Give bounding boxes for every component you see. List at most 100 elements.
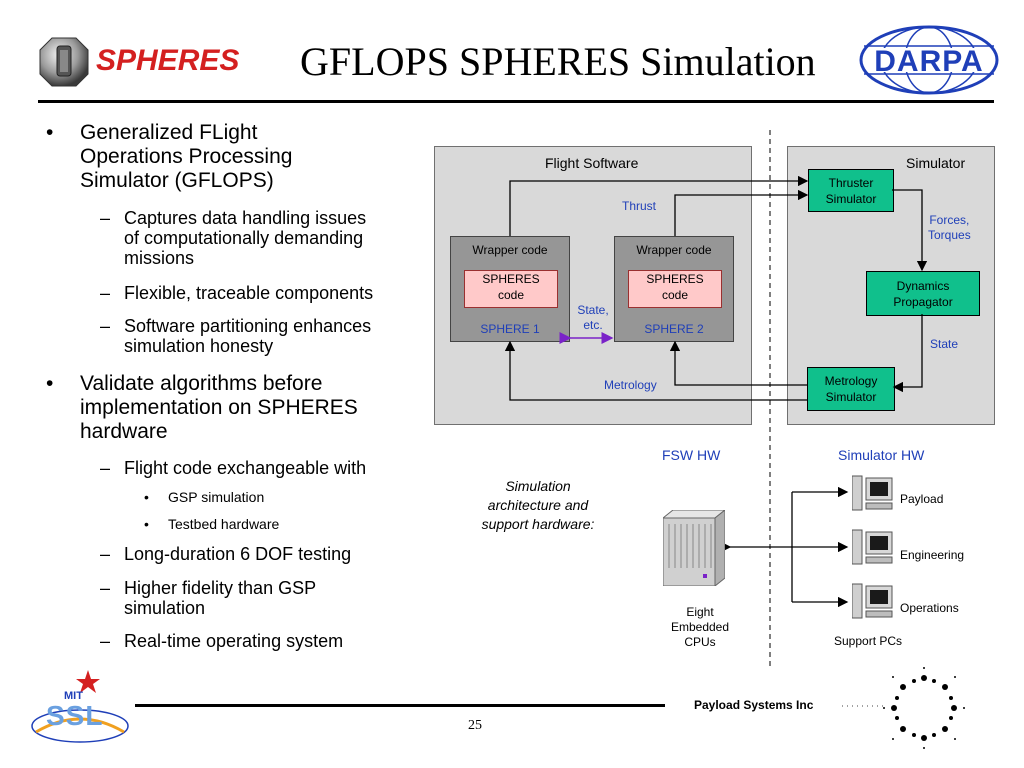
pc-icon xyxy=(851,582,894,620)
simulator-hw-label: Simulator HW xyxy=(838,447,925,463)
header-rule xyxy=(38,100,994,103)
caption-line: architecture and xyxy=(487,497,589,513)
flight-software-title: Flight Software xyxy=(545,155,639,171)
sub-dash: – xyxy=(100,458,111,478)
sub-bullet-text: Real-time operating system xyxy=(124,631,344,651)
pc-label-operations: Operations xyxy=(900,601,959,615)
bullet-1-text: Generalized FLight Operations Processing… xyxy=(80,121,292,193)
pc-label-engineering: Engineering xyxy=(900,548,965,562)
thrust-label: Thrust xyxy=(622,199,657,213)
pc-label-payload: Payload xyxy=(900,492,944,506)
bullet-1-line: Operations Processing xyxy=(80,145,293,168)
box-line: Metrology xyxy=(824,374,878,388)
code-line: SPHERES xyxy=(646,272,704,286)
bullet-2-line: hardware xyxy=(80,420,168,443)
forces-line: Forces, xyxy=(929,213,970,227)
pc-icon xyxy=(851,528,894,566)
mit-logo-text: MIT xyxy=(64,690,83,702)
sub-bullet-line: Flexible, traceable components xyxy=(124,283,374,303)
wrapper-code-label: Wrapper code xyxy=(636,243,712,257)
forces-arrow xyxy=(892,189,928,272)
wrapper-code-label: Wrapper code xyxy=(472,243,548,257)
sub-bullet-line: Software partitioning enhances xyxy=(124,316,372,336)
sub-dash: – xyxy=(100,208,111,228)
sub-bullet-text: Long-duration 6 DOF testing xyxy=(124,544,352,564)
caption-line: support hardware: xyxy=(481,516,595,532)
darpa-logo-icon: DARPA xyxy=(858,24,1000,96)
caption-line: Simulation xyxy=(505,478,571,494)
bullet-1-glyph: • xyxy=(46,121,54,144)
sphere-1-label: SPHERE 1 xyxy=(480,322,540,336)
state-label: State xyxy=(930,337,959,351)
state-etc-line: etc. xyxy=(583,318,603,332)
bullet-1-line: Simulator (GFLOPS) xyxy=(80,169,274,192)
sub-bullet-text: Flexible, traceable components xyxy=(124,283,373,303)
spheres-logo-text: SPHERES xyxy=(96,44,240,77)
sub-bullet-text: Captures data handling issues of computa… xyxy=(124,208,366,268)
payload-systems-logo-icon xyxy=(880,664,968,752)
bullet-2-text: Validate algorithms before implementatio… xyxy=(80,372,358,444)
code-line: code xyxy=(661,288,689,302)
bullet-2-line: Validate algorithms before xyxy=(80,372,323,395)
forces-label: Forces, Torques xyxy=(928,213,971,243)
sub-bullet-text: Higher fidelity than GSP simulation xyxy=(124,578,316,618)
fsw-hw-label: FSW HW xyxy=(662,447,721,463)
sub-bullet-line: Captures data handling issues xyxy=(124,208,367,228)
sphere-2-label: SPHERE 2 xyxy=(644,322,704,336)
sub-bullet-line: simulation honesty xyxy=(124,336,274,356)
sub-dash: – xyxy=(100,316,111,336)
forces-line: Torques xyxy=(928,228,971,242)
sub-bullet-text: Flight code exchangeable with xyxy=(124,458,367,478)
sub-sub-dot: • xyxy=(144,516,149,532)
ssl-logo-text: SSL xyxy=(46,700,104,731)
sphere-1-wrapper: Wrapper code SPHERES code SPHERE 1 xyxy=(450,236,570,342)
box-line: Simulator xyxy=(825,390,877,404)
page-number: 25 xyxy=(468,718,482,733)
metrology-arrow-2 xyxy=(669,340,807,386)
sphere-2-wrapper: Wrapper code SPHERES code SPHERE 2 xyxy=(614,236,734,342)
sub-sub-text: Testbed hardware xyxy=(168,516,280,532)
pc-icon xyxy=(851,474,894,512)
sub-bullet-line: Higher fidelity than GSP xyxy=(124,578,317,598)
diagram-caption: Simulation architecture and support hard… xyxy=(474,477,602,534)
sub-bullet-line: missions xyxy=(124,248,195,268)
state-etc-label: State, etc. xyxy=(572,303,614,333)
bullet-1-line: Generalized FLight xyxy=(80,121,258,144)
bullet-2-glyph: • xyxy=(46,372,54,395)
embedded-line: Eight xyxy=(686,605,714,619)
support-pcs-label: Support PCs xyxy=(834,634,903,648)
box-line: Thruster xyxy=(828,175,874,190)
darpa-logo-text: DARPA xyxy=(874,45,984,78)
box-line: Dynamics xyxy=(896,278,950,293)
thrust-arrow-1 xyxy=(509,175,809,236)
mit-ssl-logo-icon: MIT SSL xyxy=(28,666,132,746)
sub-bullet-text: Software partitioning enhances simulatio… xyxy=(124,316,371,356)
sub-bullet-line: of computationally demanding xyxy=(124,228,364,248)
box-line: Propagator xyxy=(893,294,953,309)
code-line: SPHERES xyxy=(482,272,540,286)
embedded-line: Embedded xyxy=(670,620,730,634)
footer-company: Payload Systems Inc xyxy=(694,698,814,712)
box-line: Simulator xyxy=(825,191,877,206)
code-line: code xyxy=(497,288,525,302)
footer-rule xyxy=(135,704,665,707)
sub-bullet-line: simulation xyxy=(124,598,206,618)
sub-dash: – xyxy=(100,544,111,564)
metrology-label: Metrology xyxy=(604,378,657,392)
thrust-arrow-2 xyxy=(674,189,809,236)
sub-dash: – xyxy=(100,631,111,651)
page-title: GFLOPS SPHERES Simulation xyxy=(300,39,816,84)
state-etc-line: State, xyxy=(577,303,609,317)
metrology-arrow-1 xyxy=(504,340,807,401)
simulator-title: Simulator xyxy=(906,155,966,171)
bullet-2-line: implementation on SPHERES xyxy=(80,396,358,419)
sub-sub-dot: • xyxy=(144,489,149,505)
state-arrow xyxy=(892,314,923,393)
sub-sub-text: GSP simulation xyxy=(168,489,265,505)
embedded-rack-icon xyxy=(661,508,727,588)
embedded-label: Eight Embedded CPUs xyxy=(662,605,738,650)
